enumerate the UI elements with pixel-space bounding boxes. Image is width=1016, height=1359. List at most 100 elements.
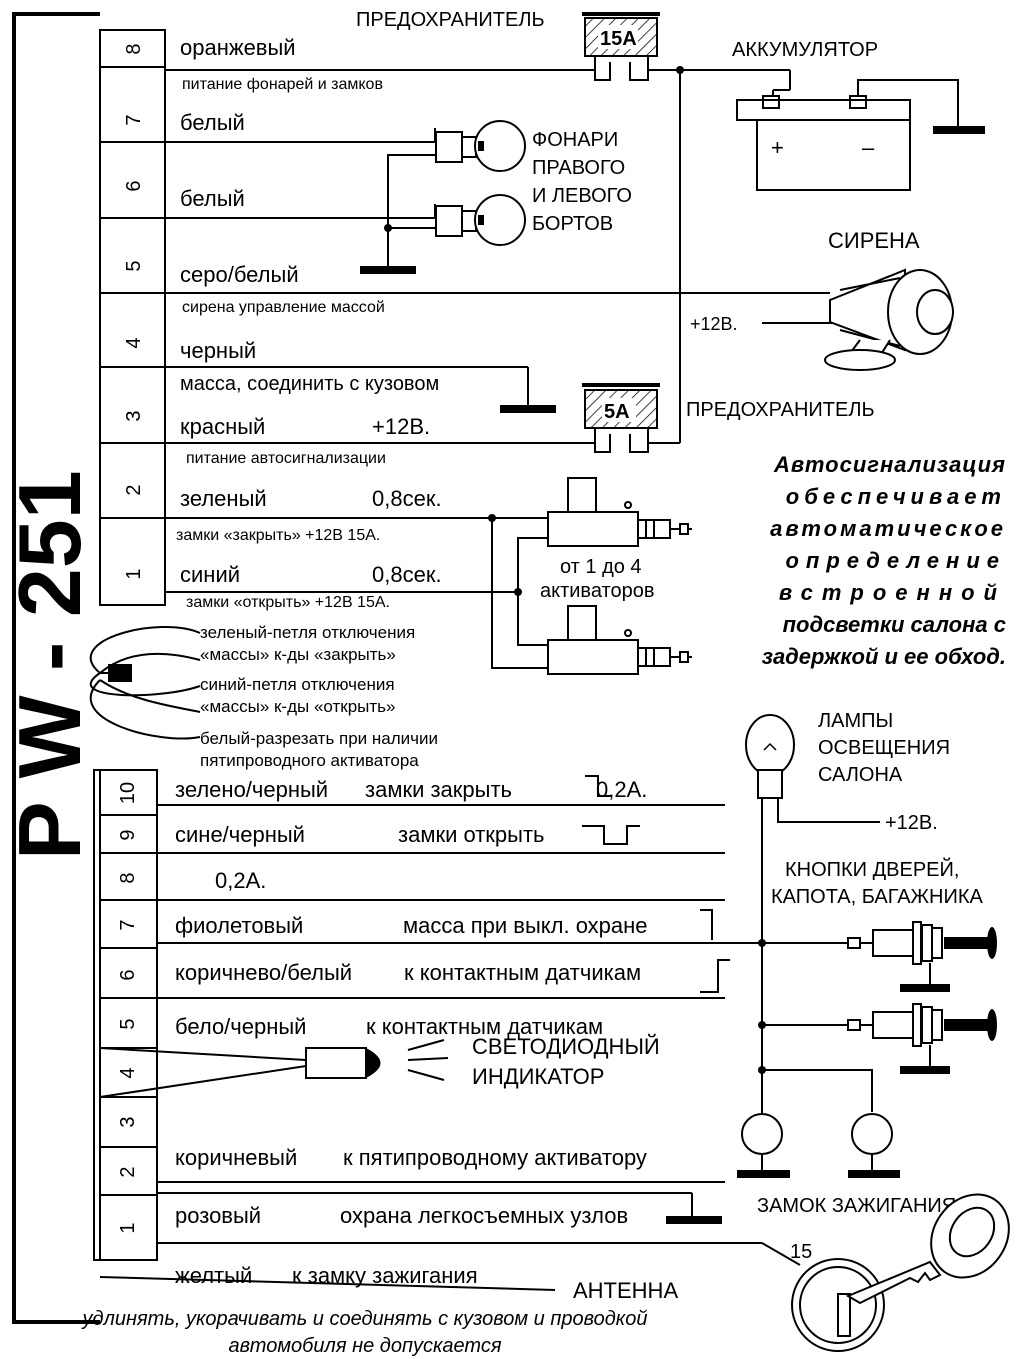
c2-pin6-desc: к контактным датчикам	[404, 960, 641, 985]
connector-2: 10 9 8 7 6 5 4 3 2 1	[93, 769, 158, 1261]
pin-number: 8	[123, 43, 145, 54]
pin1-desc: замки «открыть» +12В 15А.	[186, 594, 390, 611]
actuators-line1: от 1 до 4	[560, 556, 642, 578]
feature-note: Автосигнализация обеспечивает автоматиче…	[762, 452, 1006, 669]
lamps-line3: И ЛЕВОГО	[532, 185, 632, 207]
siren-label: СИРЕНА	[828, 228, 920, 253]
pin1-value: 0,8сек.	[372, 562, 442, 587]
fuse-top-rating: 15А	[600, 28, 637, 50]
ignition-label: ЗАМОК ЗАЖИГАНИЯ	[757, 1195, 956, 1217]
c2-pin10-desc: замки закрыть	[365, 777, 512, 802]
pin-number: 10	[117, 782, 139, 804]
feature-line2: обеспечивает	[786, 484, 1006, 509]
cabin-line3: САЛОНА	[818, 764, 903, 786]
loop1-line1: зеленый-петля отключения	[200, 623, 415, 642]
side-lamps: ФОНАРИ ПРАВОГО И ЛЕВОГО БОРТОВ	[360, 120, 632, 274]
c2-pin2-desc: к пятипроводному активатору	[343, 1145, 647, 1170]
loops: зеленый-петля отключения «массы» к-ды «з…	[89, 623, 438, 770]
pin2-color: зеленый	[180, 486, 267, 511]
pin-number: 3	[123, 410, 145, 421]
pin4-desc: масса, соединить с кузовом	[180, 373, 439, 395]
c2-pin8-desc: 0,2А.	[215, 868, 266, 893]
battery-label: АККУМУЛЯТОР	[732, 39, 878, 61]
pin-number: 4	[123, 337, 145, 348]
footer-line1: удлинять, укорачивать и соединять с кузо…	[81, 1308, 648, 1330]
pin-number: 5	[117, 1018, 139, 1029]
ignition-pin: 15	[790, 1241, 812, 1263]
cabin-line1: ЛАМПЫ	[818, 710, 893, 732]
yellow-color: желтый	[175, 1263, 252, 1288]
pin3-desc: питание автосигнализации	[186, 450, 386, 467]
cabin-line2: ОСВЕЩЕНИЯ	[818, 737, 950, 759]
cabin-plus: +12В.	[885, 812, 938, 834]
fuse-15a: ПРЕДОХРАНИТЕЛЬ 15А	[356, 9, 660, 81]
pin7-color: белый	[180, 110, 245, 135]
siren-plus: +12В.	[690, 314, 738, 334]
c2-pin5-color: бело/черный	[175, 1014, 306, 1039]
pin8-desc: питание фонарей и замков	[182, 76, 383, 93]
feature-line6: подсветки салона с	[783, 612, 1006, 637]
lamps-line1: ФОНАРИ	[532, 129, 618, 151]
pin-number: 7	[123, 114, 145, 125]
pin4-color: черный	[180, 338, 256, 363]
loop3-line1: белый-разрезать при наличии	[200, 729, 438, 748]
pin-number: 2	[117, 1166, 139, 1177]
model-label: P W - 251	[0, 470, 99, 860]
pin1-color: синий	[180, 562, 240, 587]
pin-number: 3	[117, 1116, 139, 1127]
pin-number: 2	[123, 484, 145, 495]
fuse-mid-label: ПРЕДОХРАНИТЕЛЬ	[686, 399, 875, 421]
door-buttons: КНОПКИ ДВЕРЕЙ, КАПОТА, БАГАЖНИКА	[737, 857, 997, 1178]
c2-pin7-color: фиолетовый	[175, 913, 303, 938]
pin-number: 6	[117, 969, 139, 980]
c2-pin5-desc: к контактным датчикам	[366, 1014, 603, 1039]
fuse-top-label: ПРЕДОХРАНИТЕЛЬ	[356, 9, 545, 31]
c2-pin9-color: сине/черный	[175, 822, 305, 847]
c2-pin2-color: коричневый	[175, 1145, 297, 1170]
c2-pin9-desc: замки открыть	[398, 822, 545, 847]
footer-note: удлинять, укорачивать и соединять с кузо…	[81, 1308, 648, 1357]
connector-2-wires: зелено/черный замки закрыть 0,2А. сине/ч…	[99, 775, 860, 1228]
pin5-color: серо/белый	[180, 262, 299, 287]
pin-number: 7	[117, 919, 139, 930]
pin2-desc: замки «закрыть» +12В 15А.	[176, 527, 380, 544]
connector-1-wires: оранжевый питание фонарей и замков белый…	[165, 35, 830, 611]
loop3-line2: пятипроводного активатора	[200, 751, 419, 770]
feature-line1: Автосигнализация	[773, 452, 1006, 477]
fuse-5a: 5А ПРЕДОХРАНИТЕЛЬ	[582, 383, 875, 453]
feature-line5: встроенной	[779, 580, 1006, 605]
footer-line2: автомобиля не допускается	[228, 1335, 501, 1357]
pin-number: 8	[117, 872, 139, 883]
battery: АККУМУЛЯТОР + –	[732, 39, 985, 191]
loop2-line1: синий-петля отключения	[200, 675, 395, 694]
pin3-value: +12В.	[372, 414, 430, 439]
actuators-line2: активаторов	[540, 580, 654, 602]
pin-number: 4	[117, 1067, 139, 1078]
pin5-desc: сирена управление массой	[182, 299, 385, 316]
c2-pin1-desc: охрана легкосъемных узлов	[340, 1203, 628, 1228]
actuators: от 1 до 4 активаторов	[488, 477, 692, 675]
pin-number: 5	[123, 260, 145, 271]
battery-plus: +	[771, 135, 784, 160]
pin-number: 1	[117, 1222, 139, 1233]
loop1-line2: «массы» к-ды «закрыть»	[200, 645, 396, 664]
pin2-value: 0,8сек.	[372, 486, 442, 511]
pin-number: 6	[123, 180, 145, 191]
c2-pin7-desc: масса при выкл. охране	[403, 913, 648, 938]
feature-line4: определение	[785, 548, 1006, 573]
pin3-color: красный	[180, 414, 265, 439]
loop2-line2: «массы» к-ды «открыть»	[200, 697, 395, 716]
pin8-color: оранжевый	[180, 35, 296, 60]
pin-number: 9	[117, 829, 139, 840]
led-line2: ИНДИКАТОР	[472, 1064, 604, 1089]
ignition-lock: ЗАМОК ЗАЖИГАНИЯ 15	[757, 1193, 1010, 1352]
c2-pin6-color: коричнево/белый	[175, 960, 352, 985]
antenna-label: АНТЕННА	[573, 1278, 678, 1303]
lamps-line4: БОРТОВ	[532, 213, 613, 235]
led-line1: СВЕТОДИОДНЫЙ	[472, 1034, 660, 1059]
pin-number: 1	[123, 568, 145, 579]
lamps-line2: ПРАВОГО	[532, 157, 625, 179]
siren: СИРЕНА +12В.	[690, 228, 954, 371]
yellow-and-antenna: желтый к замку зажигания АНТЕННА	[99, 1242, 801, 1303]
